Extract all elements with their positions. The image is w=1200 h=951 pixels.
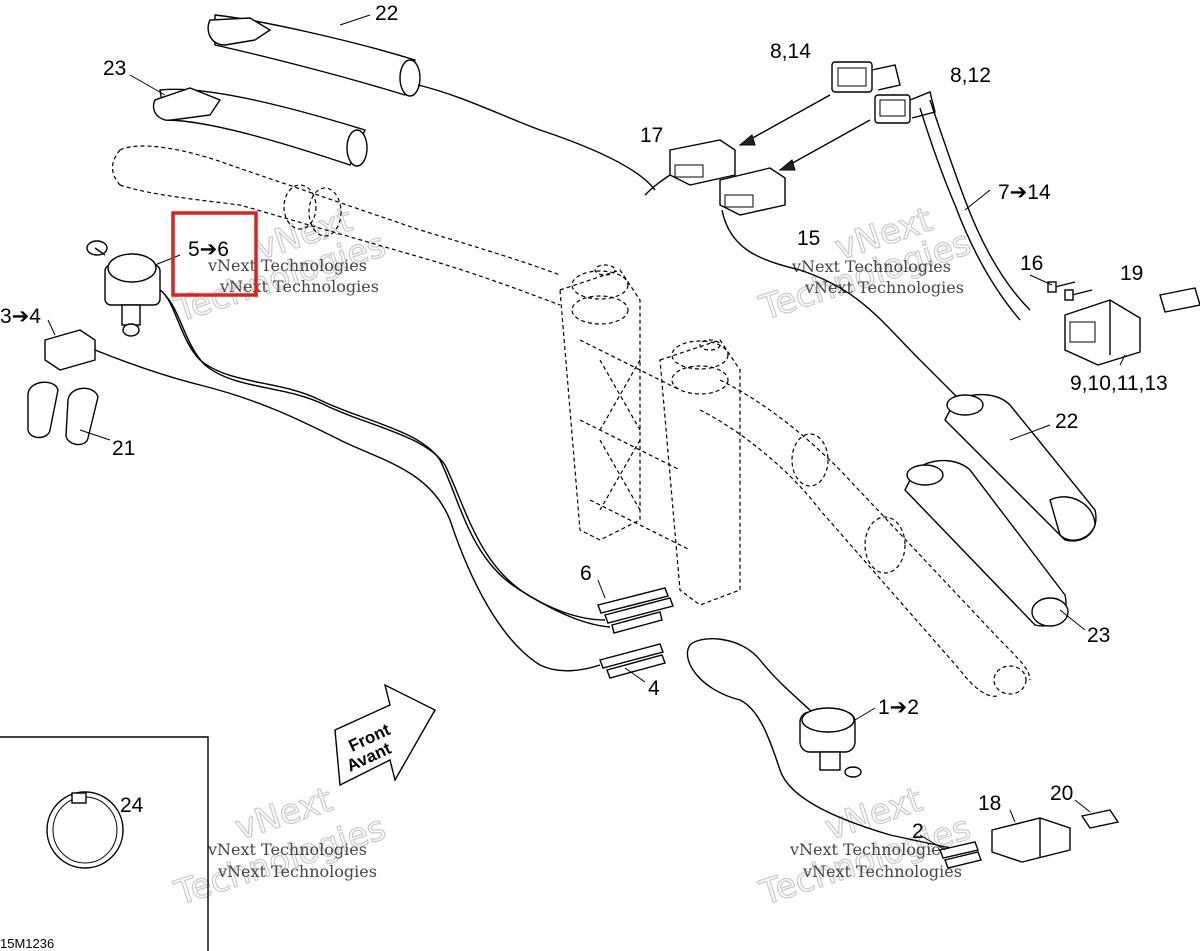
callout-8-12: 8,12	[950, 64, 991, 87]
callout-17: 17	[640, 124, 663, 147]
svg-text:vNext Technologies: vNext Technologies	[219, 277, 379, 296]
callout-18: 18	[978, 792, 1001, 815]
connector-18	[991, 817, 1071, 863]
svg-text:vNext Technologies: vNext Technologies	[789, 840, 949, 859]
callout-23-top: 23	[103, 57, 126, 80]
screws-16	[1047, 281, 1093, 301]
inset-box	[0, 736, 209, 951]
callout-21: 21	[112, 437, 135, 460]
callout-4: 4	[648, 677, 660, 700]
grip-heater-23-right	[904, 459, 1069, 627]
connector-3-4	[44, 329, 601, 672]
switch-1-2	[686, 638, 961, 851]
connector-8-14	[831, 61, 901, 93]
terminals-2	[939, 841, 982, 869]
terminal-19	[1159, 287, 1200, 313]
callout-23-right: 23	[1087, 624, 1110, 647]
callout-6: 6	[580, 562, 592, 585]
arrows-connectors	[738, 94, 871, 171]
connector-8-12	[874, 91, 1031, 321]
terminals-4	[599, 643, 666, 679]
handlebar-phantom	[111, 145, 1031, 697]
clips-21	[27, 381, 99, 446]
watermark-top-right: vNext Technologies vNext Technologies vN…	[754, 199, 976, 329]
callout-22-right: 22	[1055, 410, 1078, 433]
terminal-20	[1080, 809, 1120, 829]
svg-text:vNext Technologies: vNext Technologies	[217, 862, 377, 881]
svg-text:vNext Technologies: vNext Technologies	[804, 278, 964, 297]
grip-heater-22-right	[944, 393, 1097, 542]
callout-24: 24	[120, 794, 144, 817]
svg-text:vNext Technologies: vNext Technologies	[802, 862, 962, 881]
callout-22-top: 22	[375, 2, 398, 25]
grip-heater-22-left	[207, 14, 656, 191]
terminals-6	[597, 587, 674, 634]
callout-15: 15	[797, 227, 820, 250]
svg-text:vNext Technologies: vNext Technologies	[791, 257, 951, 276]
callout-2: 2	[912, 820, 924, 843]
svg-text:vNext Technologies: vNext Technologies	[207, 840, 367, 859]
callout-8-14: 8,14	[770, 40, 811, 63]
callout-16: 16	[1020, 252, 1043, 275]
callout-9-10-11-13: 9,10,11,13	[1070, 372, 1168, 395]
riser-phantom	[559, 264, 741, 606]
callout-20: 20	[1050, 782, 1073, 805]
switch-5-6	[86, 240, 611, 628]
callouts: 22 23 8,14 8,12 17 15 7➔14 5➔6 3➔4 21 16…	[0, 2, 1168, 843]
connector-9-10-11-13	[1064, 299, 1141, 366]
leader-lines	[47, 14, 1126, 851]
watermark-bottom-left: vNext Technologies vNext Technologies vN…	[169, 779, 391, 914]
callout-1-2: 1➔2	[878, 696, 919, 719]
callout-5-6: 5➔6	[188, 238, 229, 261]
grip-heater-23-left	[152, 87, 368, 167]
figure-code: 15M1236	[0, 936, 54, 951]
callout-7-14: 7➔14	[998, 181, 1051, 204]
front-arrow: Front Avant	[334, 683, 436, 787]
svg-text:vNext Technologies: vNext Technologies	[207, 256, 367, 275]
callout-19: 19	[1120, 262, 1143, 285]
connector-17	[644, 139, 736, 196]
highlight-box	[171, 211, 258, 297]
connector-15	[719, 167, 961, 401]
watermark-top-left: vNext Technologies vNext Technologies vN…	[169, 199, 391, 331]
callout-3-4: 3➔4	[0, 305, 41, 328]
